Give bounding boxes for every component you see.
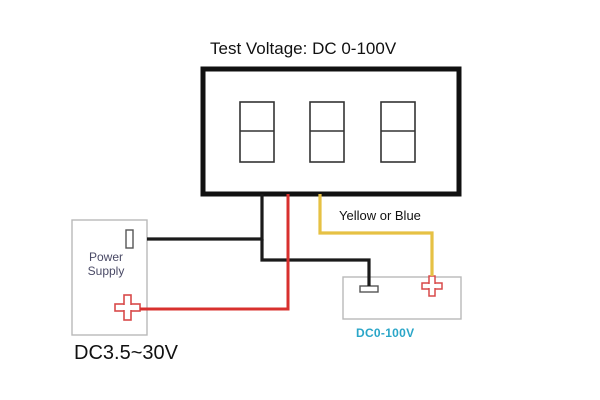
power-supply-label-line1: Power — [88, 250, 123, 264]
test-source-range-label: DC0-100V — [356, 326, 415, 340]
power-supply-box — [71, 219, 148, 336]
wire-black-psu — [147, 194, 264, 241]
test-source — [342, 275, 462, 320]
power-supply-label: Power Supply — [81, 250, 131, 279]
power-supply — [71, 219, 148, 336]
source-minus-terminal — [359, 285, 379, 293]
voltmeter-module — [200, 66, 462, 197]
wires — [140, 194, 434, 311]
test-source-box — [342, 276, 462, 320]
digit-3 — [380, 101, 416, 163]
wire-black-source — [260, 239, 371, 286]
wire-red-psu — [140, 194, 290, 311]
digit-2 — [309, 101, 345, 163]
yellow-wire-label: Yellow or Blue — [339, 208, 421, 223]
power-supply-range-label: DC3.5~30V — [74, 342, 178, 364]
wire-yellow-source — [318, 194, 434, 276]
psu-minus-terminal — [125, 229, 134, 249]
digit-1 — [239, 101, 275, 163]
power-supply-label-line2: Supply — [87, 263, 125, 278]
diagram-title: Test Voltage: DC 0-100V — [210, 39, 397, 58]
